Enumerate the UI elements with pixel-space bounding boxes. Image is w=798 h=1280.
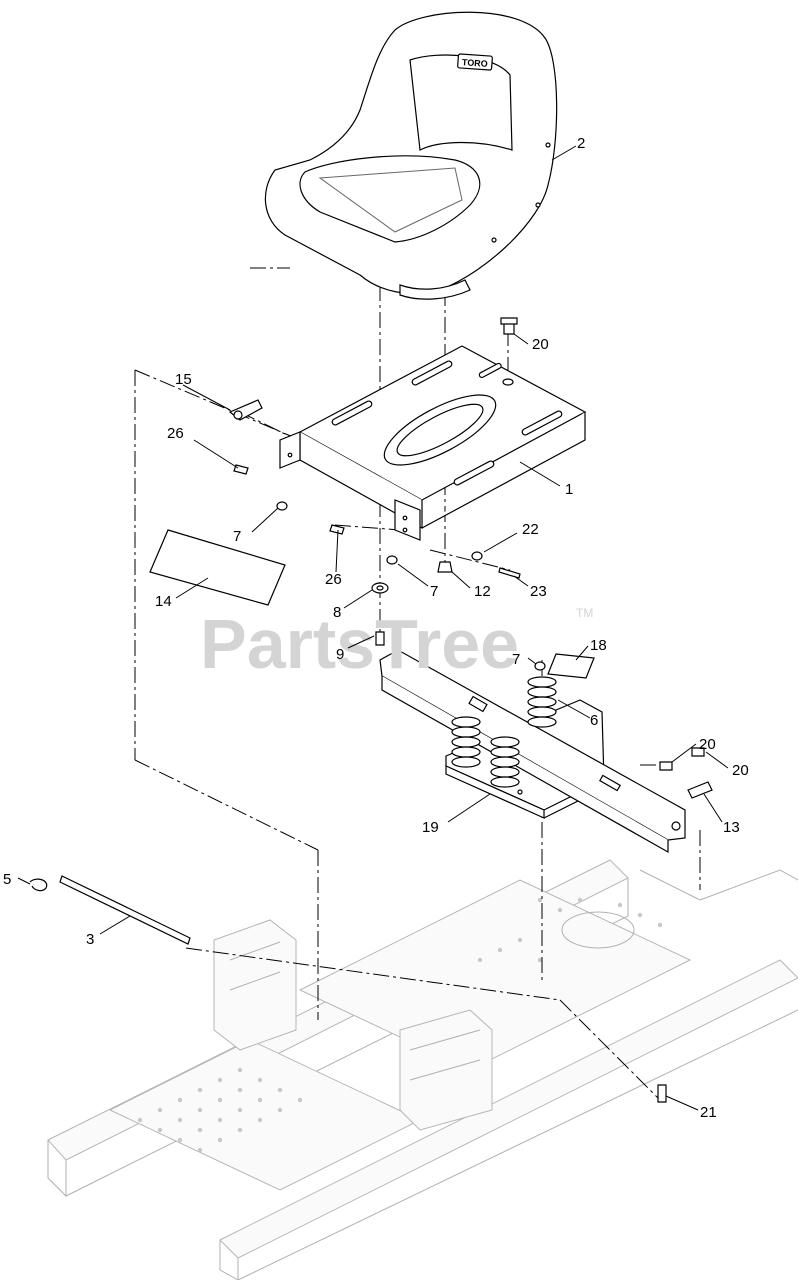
- callout-6[interactable]: 6: [590, 712, 598, 729]
- mower-frame: [47, 859, 798, 1280]
- callout-7[interactable]: 7: [430, 583, 438, 600]
- callout-7[interactable]: 7: [233, 528, 241, 545]
- callout-26[interactable]: 26: [167, 425, 184, 442]
- callout-21[interactable]: 21: [700, 1104, 717, 1121]
- callout-13[interactable]: 13: [723, 819, 740, 836]
- callout-5[interactable]: 5: [3, 871, 11, 888]
- callout-26[interactable]: 26: [325, 571, 342, 588]
- callout-20[interactable]: 20: [732, 762, 749, 779]
- partstree-watermark: PartsTree: [200, 605, 519, 683]
- callout-22[interactable]: 22: [522, 521, 539, 538]
- callout-15[interactable]: 15: [175, 371, 192, 388]
- seat-part-2[interactable]: TORO: [264, 11, 558, 300]
- callout-23[interactable]: 23: [530, 583, 547, 600]
- seat-plate-part-1[interactable]: [279, 345, 587, 541]
- spring-rear: [527, 676, 557, 728]
- callout-labels: 2 20 15 26 1 7 22 26 7 12 23 14 8 18 9 7…: [3, 135, 749, 1121]
- callout-9[interactable]: 9: [336, 646, 344, 663]
- callout-8[interactable]: 8: [333, 604, 341, 621]
- rod-part-3[interactable]: [59, 875, 191, 945]
- seat-brand-badge: [457, 53, 493, 71]
- partstree-trademark: TM: [576, 606, 593, 620]
- seat-brand-text: TORO: [462, 57, 488, 69]
- callout-7[interactable]: 7: [512, 651, 520, 668]
- callout-1[interactable]: 1: [565, 481, 573, 498]
- callout-3[interactable]: 3: [86, 931, 94, 948]
- springs: [451, 676, 557, 788]
- spring-left: [451, 716, 481, 768]
- spring-right: [490, 736, 520, 788]
- bracket-part-15[interactable]: [228, 399, 263, 421]
- callout-2[interactable]: 2: [577, 135, 585, 152]
- callout-19[interactable]: 19: [422, 819, 439, 836]
- leader-lines: [17, 145, 729, 1111]
- callout-14[interactable]: 14: [155, 593, 172, 610]
- decal-part-14[interactable]: [149, 529, 286, 606]
- callout-20[interactable]: 20: [532, 336, 549, 353]
- callout-20[interactable]: 20: [699, 736, 716, 753]
- callout-18[interactable]: 18: [590, 637, 607, 654]
- frame-perforations: [137, 897, 663, 1153]
- callout-12[interactable]: 12: [474, 583, 491, 600]
- hardware-bolts-washers: [29, 317, 713, 1103]
